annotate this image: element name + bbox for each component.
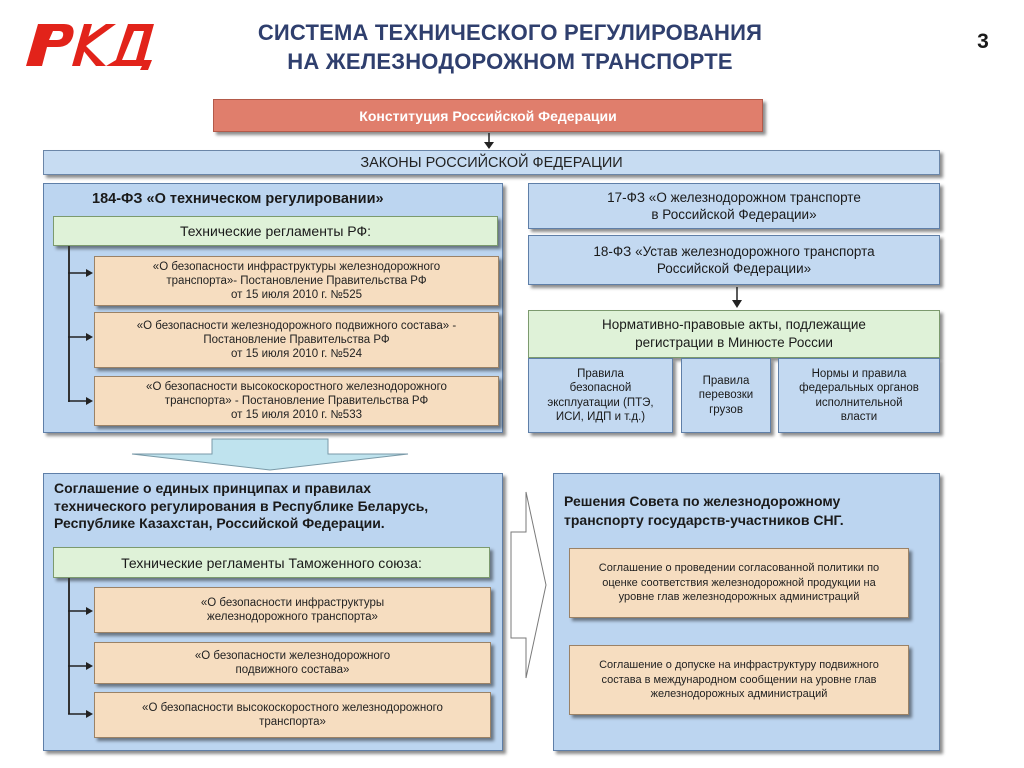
- law-18fz-box: 18-ФЗ «Устав железнодорожного транспорта…: [528, 235, 940, 285]
- regulation-item-line: от 15 июля 2010 г. №525: [230, 289, 362, 301]
- tree-connector-line: [68, 578, 70, 714]
- cu-regulation-item: «О безопасности высокоскоростного железн…: [94, 692, 491, 738]
- law-18fz-line1: 18-ФЗ «Устав железнодорожного транспорта: [593, 244, 875, 259]
- customs-title-line: Соглашение о единых принципах и правилах: [54, 480, 371, 496]
- rzd-logo-icon: [26, 24, 154, 70]
- rules-cargo-box: Правила перевозки грузов: [681, 358, 771, 433]
- law-17fz-line2: в Российской Федерации»: [651, 207, 817, 222]
- cu-regulation-item: «О безопасности инфраструктуры железнодо…: [94, 587, 491, 633]
- normative-acts-box: Нормативно-правовые акты, подлежащие рег…: [528, 310, 940, 358]
- arrow-down-icon: [732, 287, 742, 308]
- customs-title-line: технического регулирования в Республике …: [54, 497, 429, 514]
- tree-arrow-icon: [68, 607, 93, 615]
- tree-arrow-icon: [68, 269, 93, 277]
- regulation-item-line: «О безопасности высокоскоростного железн…: [146, 381, 447, 393]
- laws-label: ЗАКОНЫ РОССИЙСКОЙ ФЕДЕРАЦИИ: [360, 154, 623, 171]
- panel-cis-council-title: Решения Совета по железнодорожному транс…: [564, 492, 934, 530]
- cis-agreement-line: уровне глав железнодорожных администраци…: [618, 591, 860, 604]
- rules-line: грузов: [709, 403, 743, 416]
- rzd-logo: [20, 14, 160, 70]
- panel-cis-council: Решения Совета по железнодорожному транс…: [553, 473, 940, 751]
- cu-regulation-line: «О безопасности инфраструктуры: [200, 597, 385, 609]
- cu-regulation-line: железнодорожного транспорта»: [207, 611, 378, 623]
- regulation-item-line: Постановление Правительства РФ: [203, 334, 390, 346]
- regulation-item: «О безопасности высокоскоростного железн…: [94, 376, 499, 426]
- customs-title-line: Республике Казахстан, Российской Федерац…: [54, 515, 385, 531]
- slide-title-line2: НА ЖЕЛЕЗНОДОРОЖНОМ ТРАНСПОРТЕ: [287, 49, 733, 74]
- panel-customs-union-title: Соглашение о единых принципах и правилах…: [54, 480, 499, 533]
- constitution-box: Конституция Российской Федерации: [213, 99, 763, 132]
- regulation-item-line: от 15 июля 2010 г. №524: [230, 348, 362, 360]
- rules-line: ИСИ, ИДП и т.д.): [555, 411, 646, 423]
- regulation-item-line: «О безопасности инфраструктуры железнодо…: [152, 261, 441, 273]
- tech-regulations-cu-header: Технические регламенты Таможенного союза…: [53, 547, 490, 578]
- rules-line: безопасной: [569, 382, 632, 394]
- cis-agreement-line: железнодорожных администраций: [650, 688, 828, 701]
- panel-184fz: 184-ФЗ «О техническом регулировании» Тех…: [43, 183, 503, 433]
- constitution-label: Конституция Российской Федерации: [359, 107, 617, 124]
- cis-agreement-line: Соглашение о допуске на инфраструктуру п…: [599, 659, 879, 672]
- law-18fz-line2: Российской Федерации»: [656, 261, 812, 276]
- panel-customs-union: Соглашение о единых принципах и правилах…: [43, 473, 503, 751]
- panel-184fz-title: 184-ФЗ «О техническом регулировании»: [92, 191, 384, 207]
- cis-agreement-line: Соглашение о проведении согласованной по…: [598, 562, 880, 575]
- cu-regulation-line: «О безопасности железнодорожного: [194, 650, 391, 662]
- cu-regulation-line: подвижного состава»: [235, 664, 350, 676]
- normative-acts-line2: регистрации в Минюсте России: [635, 335, 833, 350]
- regulation-item: «О безопасности железнодорожного подвижн…: [94, 312, 499, 368]
- normative-acts-line1: Нормативно-правовые акты, подлежащие: [602, 317, 866, 332]
- page-number: 3: [977, 30, 989, 53]
- transition-arrow-right-icon: [510, 491, 547, 679]
- cis-title-line: Решения Совета по железнодорожному: [564, 493, 841, 509]
- cu-regulation-line: транспорта»: [259, 716, 326, 728]
- transition-arrow-down-icon: [131, 438, 409, 471]
- cu-regulation-item: «О безопасности железнодорожного подвижн…: [94, 642, 491, 684]
- slide-title-line1: СИСТЕМА ТЕХНИЧЕСКОГО РЕГУЛИРОВАНИЯ: [257, 20, 763, 45]
- regulation-item-line: «О безопасности железнодорожного подвижн…: [136, 320, 457, 332]
- cis-title-line: транспорту государств-участников СНГ.: [564, 512, 844, 528]
- law-17fz-line1: 17-ФЗ «О железнодорожном транспорте: [607, 190, 861, 205]
- rules-line: исполнительной: [815, 396, 903, 409]
- cis-agreement-item: Соглашение о допуске на инфраструктуру п…: [569, 645, 909, 715]
- tree-arrow-icon: [68, 333, 93, 341]
- rules-line: Правила: [702, 374, 750, 387]
- laws-bar: ЗАКОНЫ РОССИЙСКОЙ ФЕДЕРАЦИИ: [43, 150, 940, 175]
- tech-regulations-rf-header: Технические регламенты РФ:: [53, 216, 498, 246]
- arrow-down-icon: [484, 133, 494, 149]
- cis-agreement-line: состава в международном сообщении на уро…: [601, 673, 877, 686]
- rules-safe-operation-box: Правила безопасной эксплуатации (ПТЭ, ИС…: [528, 358, 673, 433]
- law-17fz-box: 17-ФЗ «О железнодорожном транспорте в Ро…: [528, 183, 940, 229]
- rules-line: эксплуатации (ПТЭ,: [547, 396, 654, 409]
- cu-regulation-line: «О безопасности высокоскоростного железн…: [142, 702, 443, 714]
- tech-regulations-cu-label: Технические регламенты Таможенного союза…: [121, 554, 422, 571]
- tree-connector-line: [68, 246, 70, 402]
- cis-agreement-line: оценке соответствия железнодорожной прод…: [602, 576, 876, 589]
- federal-norms-box: Нормы и правила федеральных органов испо…: [778, 358, 940, 433]
- cis-agreement-item: Соглашение о проведении согласованной по…: [569, 548, 909, 618]
- rules-line: федеральных органов: [799, 382, 919, 394]
- tree-arrow-icon: [68, 397, 93, 405]
- regulation-item: «О безопасности инфраструктуры железнодо…: [94, 256, 499, 306]
- rules-line: Правила: [577, 367, 624, 380]
- regulation-item-line: транспорта» - Постановление Правительств…: [164, 395, 429, 407]
- rules-line: перевозки: [698, 389, 754, 402]
- tech-regulations-rf-label: Технические регламенты РФ:: [179, 223, 372, 239]
- slide-title: СИСТЕМА ТЕХНИЧЕСКОГО РЕГУЛИРОВАНИЯ НА ЖЕ…: [200, 18, 820, 76]
- tree-arrow-icon: [68, 710, 93, 718]
- regulation-item-line: от 15 июля 2010 г. №533: [230, 409, 362, 421]
- rules-line: власти: [840, 411, 878, 423]
- regulation-item-line: транспорта»- Постановление Правительства…: [166, 275, 427, 287]
- tree-arrow-icon: [68, 662, 93, 670]
- rules-line: Нормы и правила: [811, 367, 907, 380]
